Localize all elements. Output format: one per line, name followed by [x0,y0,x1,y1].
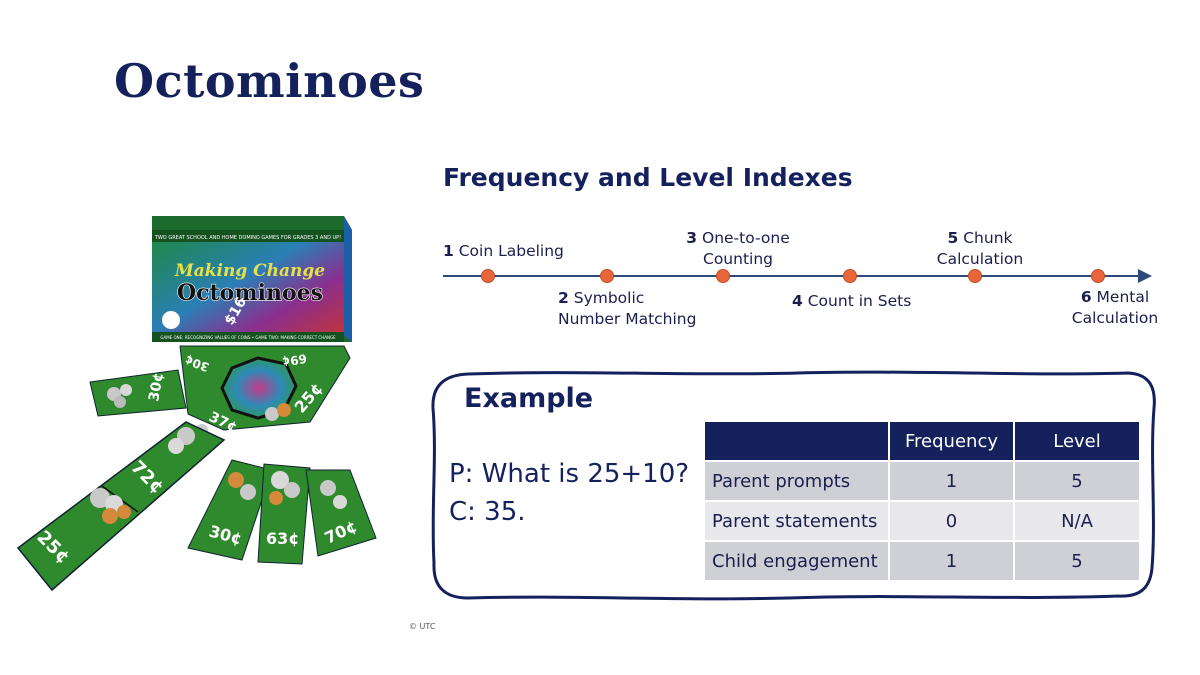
timeline-label-2: 2 Symbolic Number Matching [558,288,708,330]
timeline-label-5: 5 Chunk Calculation [924,228,1036,270]
box-tagline: TWO GREAT SCHOOL AND HOME DOMINO GAMES F… [154,235,341,241]
table-header-blank [703,420,890,462]
timeline-label-2-num: 2 [558,289,569,307]
row-frequency: 1 [888,460,1015,502]
frequency-level-table: Frequency Level Parent prompts 1 5 Paren… [703,420,1141,582]
slide-title: Octominoes [114,54,425,108]
timeline-arrowhead [1138,269,1152,283]
domino-chain: 30¢ 37¢ 25¢ 30¢ 69¢ 72¢ 25¢ 30¢ 63¢ 70¢ [16,345,377,592]
slide-subtitle: Frequency and Level Indexes [443,163,853,192]
example-answer-line: C: 35. [449,497,526,527]
table-row: Child engagement 1 5 [703,540,1141,582]
table-row: Parent prompts 1 5 [703,460,1141,502]
timeline-label-1: 1 Coin Labeling [443,241,564,262]
example-prompt-line: P: What is 25+10? [449,459,690,489]
timeline-dot-4 [843,269,857,283]
timeline-label-2-text: Symbolic Number Matching [558,289,697,328]
octominoes-product-image: TWO GREAT SCHOOL AND HOME DOMINO GAMES F… [16,216,377,592]
row-frequency: 0 [888,500,1015,542]
timeline-label-6-num: 6 [1080,288,1092,306]
wca-logo-icon [162,311,180,329]
timeline-dot-1 [481,269,495,283]
timeline-label-4: 4 Count in Sets [792,291,911,312]
table-header-frequency: Frequency [888,420,1015,462]
timeline-label-1-text: Coin Labeling [458,242,564,260]
timeline-dot-6 [1091,269,1105,283]
row-label: Child engagement [703,540,890,582]
example-box-outline [431,370,1156,601]
timeline-label-3-text: One-to-one Counting [702,229,790,268]
timeline-dot-3 [716,269,730,283]
timeline-label-6: 6 Mental Calculation [1059,287,1171,329]
timeline-dot-5 [968,269,982,283]
row-label: Parent statements [703,500,890,542]
copyright-note: © UTC [409,622,436,631]
tile-value: 69¢ [281,351,308,369]
box-footer: GAME ONE: RECOGNIZING VALUES OF COINS • … [160,335,336,340]
timeline-label-5-text: Chunk Calculation [936,229,1024,268]
tile-value: 63¢ [266,529,299,548]
row-level: 5 [1013,540,1141,582]
table-row: Parent statements 0 N/A [703,500,1141,542]
timeline-label-4-num: 4 [792,292,803,310]
game-box: TWO GREAT SCHOOL AND HOME DOMINO GAMES F… [152,216,352,342]
row-level: 5 [1013,460,1141,502]
example-dialog: P: What is 25+10? C: 35. [449,455,689,531]
tile-value: 30¢ [146,371,167,403]
timeline-label-3: 3 One-to-one Counting [683,228,793,270]
timeline-label-6-text: Mental Calculation [1071,288,1159,327]
table-header-level: Level [1013,420,1141,462]
timeline-label-3-num: 3 [686,229,698,247]
timeline-axis [443,275,1143,277]
timeline-label-4-text: Count in Sets [807,292,912,310]
example-title: Example [464,383,594,414]
timeline-dot-2 [600,269,614,283]
timeline-label-5-num: 5 [947,229,959,247]
table-header-row: Frequency Level [703,420,1141,462]
box-brand: Making Change [174,261,325,281]
timeline-label-1-num: 1 [443,242,454,260]
row-label: Parent prompts [703,460,890,502]
row-level: N/A [1013,500,1141,542]
row-frequency: 1 [888,540,1015,582]
box-title: Octominoes [177,280,323,306]
